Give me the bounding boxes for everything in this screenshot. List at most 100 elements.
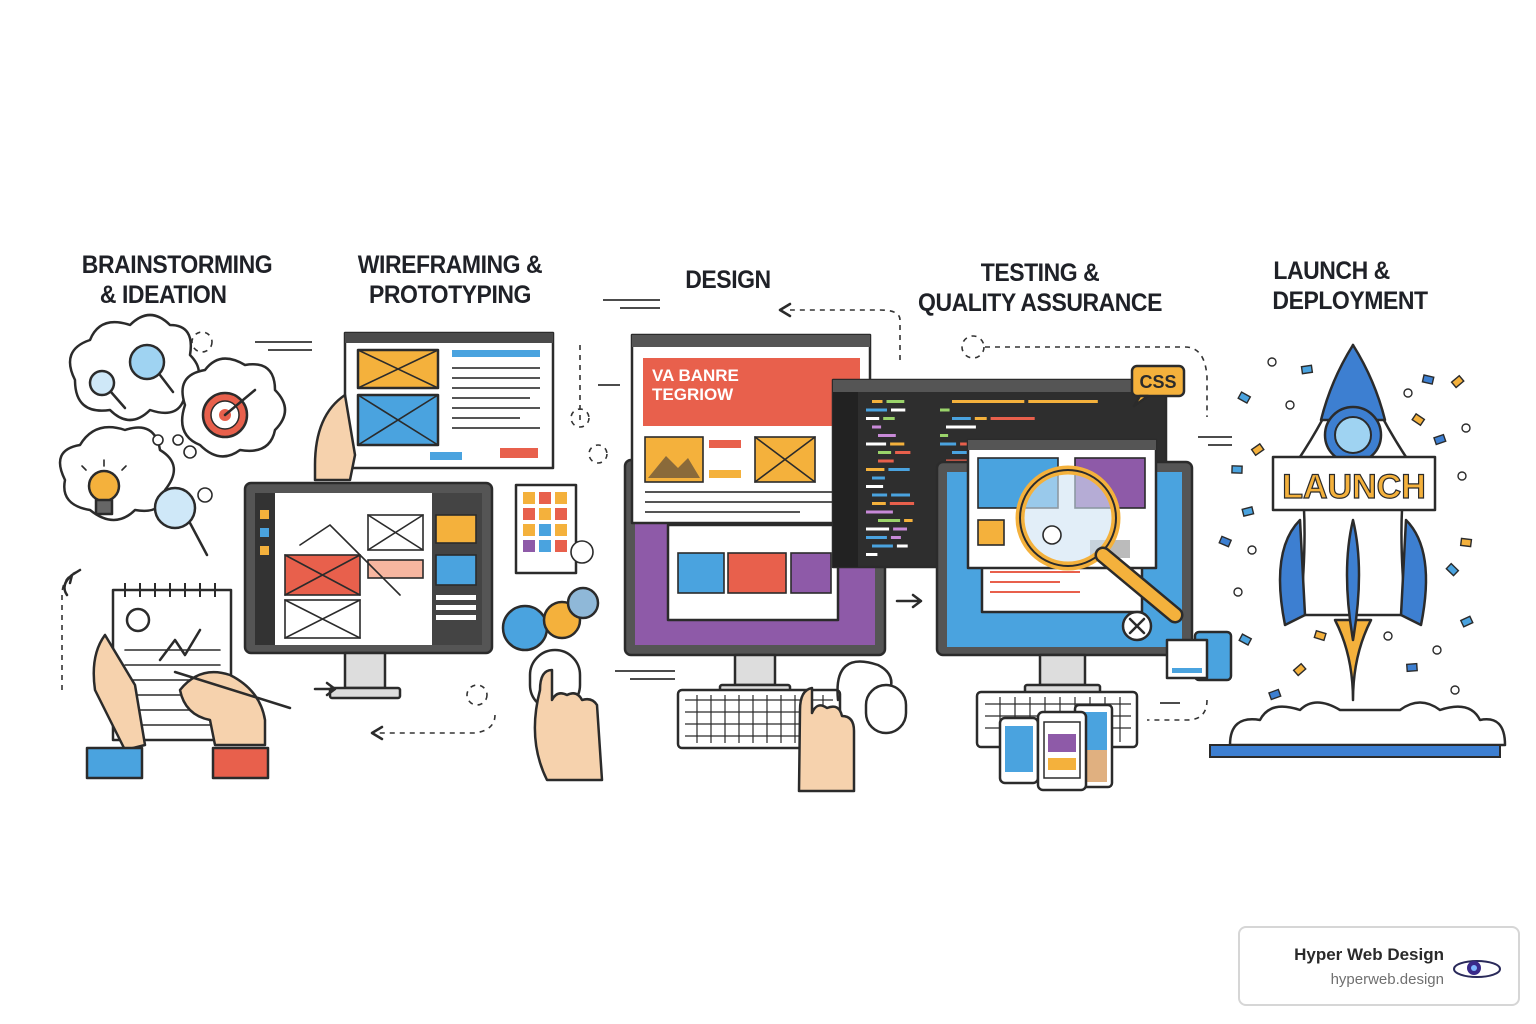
code-line bbox=[866, 553, 878, 556]
confetti-piece bbox=[1267, 357, 1277, 367]
stage-title-testing: TESTING & QUALITY ASSURANCE bbox=[918, 259, 1162, 317]
code-line bbox=[946, 425, 976, 429]
code-line bbox=[974, 417, 987, 420]
confetti-piece bbox=[1461, 423, 1471, 433]
design-mouse bbox=[836, 660, 908, 735]
confetti-piece bbox=[1450, 374, 1465, 389]
code-line bbox=[866, 527, 890, 531]
confetti-piece bbox=[1233, 587, 1243, 597]
code-line bbox=[866, 442, 887, 446]
brand-url[interactable]: hyperweb.design bbox=[1330, 971, 1444, 988]
wireframe-monitor bbox=[243, 481, 494, 700]
writing-hand bbox=[173, 670, 292, 780]
mouse-hand bbox=[501, 586, 604, 782]
code-line bbox=[866, 408, 887, 412]
code-line bbox=[878, 459, 894, 463]
confetti-piece bbox=[1411, 412, 1426, 427]
chat-bubble-card bbox=[1165, 630, 1233, 682]
launch-ground bbox=[1209, 701, 1507, 758]
confetti-piece bbox=[1237, 391, 1252, 404]
code-line bbox=[940, 442, 957, 446]
code-line bbox=[890, 536, 901, 539]
css-badge: CSS bbox=[1130, 364, 1186, 408]
code-line bbox=[872, 502, 886, 505]
design-banner-line2: TEGRIOW bbox=[652, 385, 734, 404]
confetti-piece bbox=[1403, 388, 1413, 398]
code-line bbox=[940, 408, 950, 412]
code-line bbox=[872, 400, 883, 403]
code-line bbox=[866, 485, 884, 488]
code-line bbox=[891, 493, 910, 497]
code-line bbox=[866, 468, 885, 471]
color-palette-card bbox=[514, 483, 594, 575]
confetti-piece bbox=[1285, 400, 1295, 410]
cloud-magnifiers bbox=[68, 313, 200, 422]
magnifier-icon bbox=[1015, 465, 1184, 624]
stage-title-launch: LAUNCH & DEPLOYMENT bbox=[1272, 257, 1428, 315]
code-line bbox=[866, 510, 893, 514]
confetti-piece bbox=[1459, 615, 1474, 628]
code-line bbox=[886, 400, 905, 403]
confetti-piece bbox=[1241, 506, 1255, 517]
magnifier-icon bbox=[152, 434, 213, 557]
design-browser-window bbox=[630, 333, 872, 525]
code-line bbox=[1028, 400, 1098, 403]
code-line bbox=[872, 476, 885, 480]
confetti-piece bbox=[1457, 471, 1467, 481]
confetti-piece bbox=[1231, 465, 1243, 474]
code-line bbox=[866, 417, 880, 420]
confetti-piece bbox=[1218, 535, 1233, 548]
confetti-piece bbox=[1268, 688, 1282, 701]
confetti-piece bbox=[1433, 433, 1447, 446]
code-line bbox=[895, 451, 911, 454]
code-line bbox=[940, 434, 949, 437]
css-badge-label: CSS bbox=[1139, 372, 1176, 392]
code-line bbox=[872, 493, 888, 497]
wireframe-tablet bbox=[313, 331, 555, 482]
code-line bbox=[890, 442, 905, 446]
stage-title-design: DESIGN bbox=[685, 266, 771, 294]
confetti-piece bbox=[1405, 662, 1418, 673]
brand-name: Hyper Web Design bbox=[1294, 945, 1444, 964]
design-banner-line1: VA BANRE bbox=[652, 366, 739, 385]
design-illustration bbox=[623, 333, 908, 793]
code-line bbox=[866, 536, 887, 539]
launch-illustration: LAUNCH bbox=[1209, 343, 1507, 758]
confetti-piece bbox=[1445, 562, 1460, 577]
code-line bbox=[891, 408, 906, 412]
stage-title-wireframing: WIREFRAMING & PROTOTYPING bbox=[357, 251, 543, 309]
code-line bbox=[904, 519, 913, 522]
brand-card[interactable]: Hyper Web Design hyperweb.design bbox=[1238, 926, 1520, 1006]
code-line bbox=[952, 417, 971, 420]
code-line bbox=[878, 451, 892, 454]
code-line bbox=[990, 417, 1035, 420]
wireframing-illustration bbox=[243, 331, 604, 782]
testing-illustration: CSS bbox=[935, 364, 1233, 792]
code-line bbox=[883, 417, 895, 420]
code-line bbox=[889, 502, 915, 505]
code-line bbox=[872, 544, 893, 548]
confetti-piece bbox=[1238, 633, 1253, 646]
confetti-piece bbox=[1292, 662, 1307, 677]
launch-sign: LAUNCH bbox=[1271, 455, 1437, 512]
code-line bbox=[952, 400, 1025, 403]
confetti-piece bbox=[1459, 537, 1473, 548]
close-icon bbox=[1121, 610, 1153, 642]
confetti-piece bbox=[1421, 374, 1435, 385]
confetti-piece bbox=[1250, 442, 1265, 457]
brainstorming-illustration bbox=[58, 313, 292, 780]
confetti-piece bbox=[1432, 645, 1442, 655]
lightbulb-icon bbox=[81, 459, 127, 516]
code-line bbox=[878, 519, 901, 522]
confetti-piece bbox=[1247, 545, 1257, 555]
stage-title-brainstorming: BRAINSTORMING & IDEATION bbox=[81, 251, 273, 309]
brand-logo-icon bbox=[1453, 960, 1501, 978]
code-line bbox=[888, 468, 910, 471]
process-connectors bbox=[61, 299, 1232, 741]
cloud-lightbulb bbox=[58, 425, 175, 522]
rocket-icon bbox=[1278, 343, 1428, 702]
confetti-piece bbox=[1383, 631, 1393, 641]
confetti bbox=[1218, 357, 1474, 701]
phone-icon bbox=[998, 710, 1088, 792]
